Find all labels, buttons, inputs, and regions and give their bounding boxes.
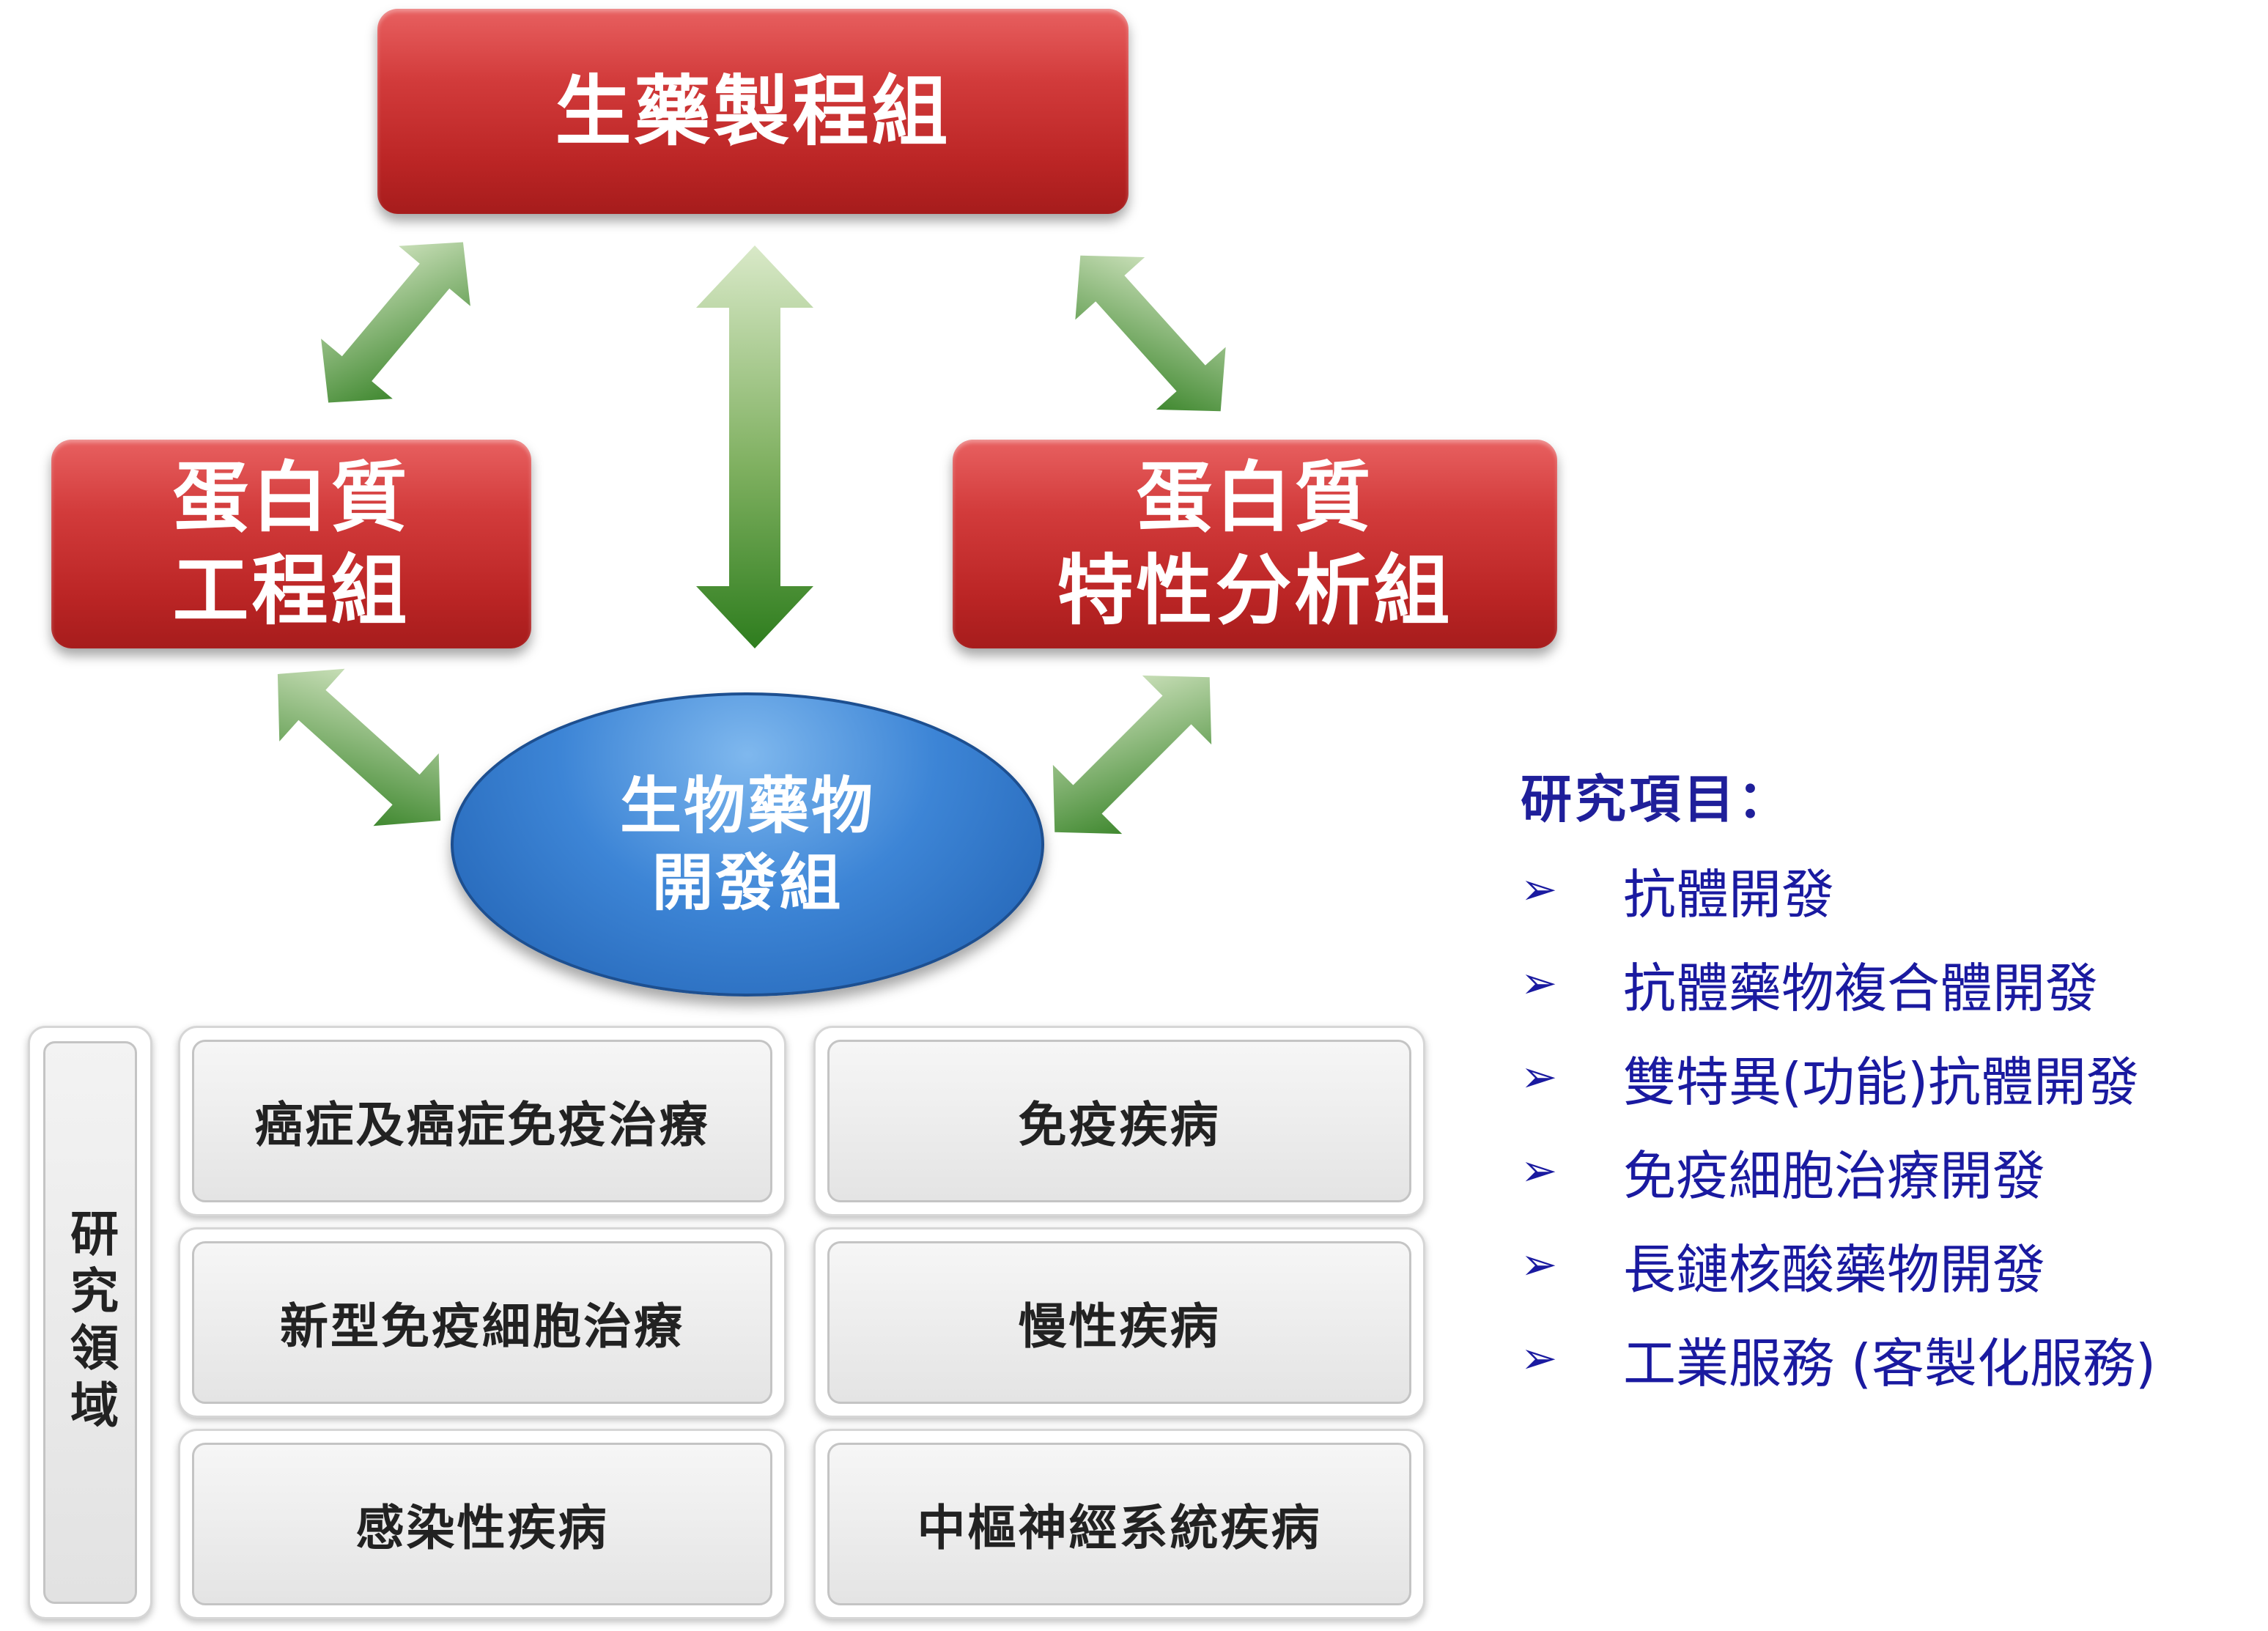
- group-label-line: 工程組: [172, 545, 410, 635]
- group-box-protein-characterization: 蛋白質 特性分析組: [953, 440, 1557, 648]
- research-area-text: 中樞神經系統疾病: [827, 1443, 1411, 1605]
- research-area-label-inner: 研究領域: [43, 1041, 137, 1604]
- research-area-text: 慢性疾病: [827, 1241, 1411, 1404]
- research-item: ➢ 雙特異(功能)抗體開發: [1521, 1030, 2156, 1124]
- research-area-cell: 新型免疫細胞治療: [178, 1227, 786, 1418]
- bullet-arrow-icon: ➢: [1521, 1051, 1558, 1103]
- research-area-cell: 慢性疾病: [813, 1227, 1425, 1418]
- research-item-text: 抗體藥物複合體開發: [1623, 957, 2099, 1019]
- research-item: ➢ 免疫細胞治療開發: [1521, 1124, 2156, 1218]
- research-area-text: 感染性疾病: [192, 1443, 772, 1605]
- research-item: ➢ 長鏈核酸藥物開發: [1521, 1218, 2156, 1312]
- group-label-line: 開發組: [651, 846, 843, 919]
- research-item: ➢ 抗體藥物複合體開發: [1521, 936, 2156, 1030]
- arrow-top-center: [696, 245, 813, 648]
- bullet-arrow-icon: ➢: [1521, 864, 1558, 915]
- research-item: ➢ 工業服務 (客製化服務): [1521, 1312, 2156, 1405]
- research-area-cell: 癌症及癌症免疫治療: [178, 1026, 786, 1216]
- research-item-text: 免疫細胞治療開發: [1623, 1144, 2046, 1207]
- group-box-bioprocess: 生藥製程組: [377, 9, 1129, 214]
- group-ellipse-biologics-development: 生物藥物 開發組: [451, 692, 1044, 996]
- research-area-label-box: 研究領域: [28, 1026, 152, 1619]
- research-item: ➢ 抗體開發: [1521, 843, 2156, 936]
- arrow-right-center: [1020, 643, 1244, 867]
- bullet-arrow-icon: ➢: [1521, 958, 1558, 1009]
- research-area-cell: 中樞神經系統疾病: [813, 1429, 1425, 1619]
- group-label-line: 生物藥物: [619, 769, 875, 842]
- research-area-cell: 免疫疾病: [813, 1026, 1425, 1216]
- research-items-list: ➢抗體開發 ➢抗體藥物複合體開發 ➢雙特異(功能)抗體開發 ➢免疫細胞治療開發 …: [1521, 843, 2156, 1405]
- group-label-line: 生藥製程組: [555, 66, 951, 156]
- bullet-arrow-icon: ➢: [1521, 1239, 1558, 1290]
- arrow-top-right: [1045, 224, 1256, 443]
- group-label-line: 蛋白質: [1136, 452, 1374, 542]
- research-item-text: 抗體開發: [1623, 863, 1835, 925]
- research-item-text: 雙特異(功能)抗體開發: [1623, 1051, 2140, 1113]
- group-label-line: 蛋白質: [172, 452, 410, 542]
- research-area-text: 免疫疾病: [827, 1040, 1411, 1202]
- research-area-cell: 感染性疾病: [178, 1429, 786, 1619]
- research-items-title: 研究項目：: [1521, 769, 1792, 829]
- research-area-label: 研究領域: [62, 1208, 119, 1437]
- research-area-text: 癌症及癌症免疫治療: [192, 1040, 772, 1202]
- research-item-text: 長鏈核酸藥物開發: [1623, 1238, 2046, 1301]
- group-label-line: 特性分析組: [1057, 545, 1453, 635]
- bullet-arrow-icon: ➢: [1521, 1145, 1558, 1197]
- group-box-protein-engineering: 蛋白質 工程組: [51, 440, 531, 648]
- research-item-text: 工業服務 (客製化服務): [1623, 1332, 2157, 1394]
- arrow-left-center: [245, 637, 473, 857]
- arrow-left-top: [292, 212, 499, 433]
- bullet-arrow-icon: ➢: [1521, 1333, 1558, 1384]
- research-area-text: 新型免疫細胞治療: [192, 1241, 772, 1404]
